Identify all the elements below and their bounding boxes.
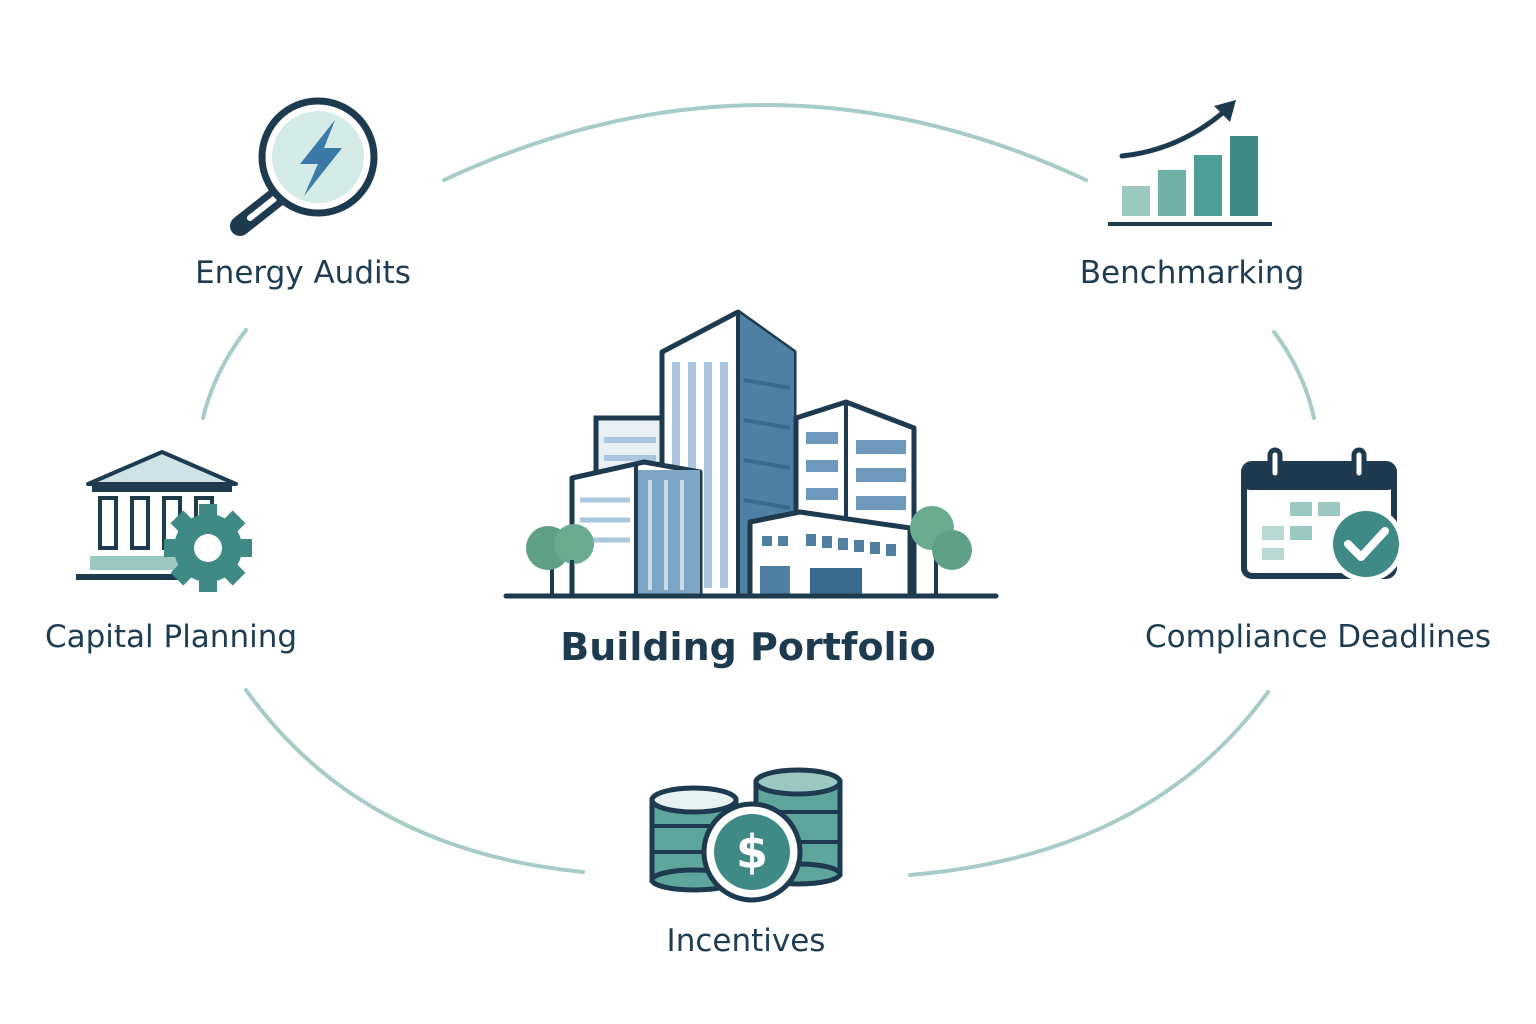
node-label-benchmarking: Benchmarking bbox=[1079, 255, 1305, 291]
arc-right-upper bbox=[1272, 330, 1316, 420]
center-label: Building Portfolio bbox=[560, 625, 936, 669]
node-label-energy-audits: Energy Audits bbox=[195, 255, 411, 291]
node-label-capital-planning: Capital Planning bbox=[44, 619, 298, 655]
node-label-incentives: Incentives bbox=[666, 923, 826, 959]
node-label-compliance-deadlines: Compliance Deadlines bbox=[1144, 619, 1492, 655]
coins-dollar-icon: $ bbox=[649, 767, 843, 903]
arc-top bbox=[442, 103, 1088, 182]
arc-left-lower bbox=[244, 688, 585, 874]
arc-right-lower bbox=[908, 690, 1270, 877]
bank-gear-icon bbox=[76, 450, 252, 592]
bar-chart-trend-icon bbox=[1108, 100, 1272, 226]
calendar-check-icon bbox=[1241, 447, 1404, 582]
svg-text:$: $ bbox=[736, 825, 768, 879]
magnifier-lightning-icon bbox=[230, 97, 378, 236]
building-cluster-illustration bbox=[503, 309, 999, 599]
arc-left-upper bbox=[201, 328, 248, 420]
cycle-ring bbox=[201, 103, 1316, 877]
